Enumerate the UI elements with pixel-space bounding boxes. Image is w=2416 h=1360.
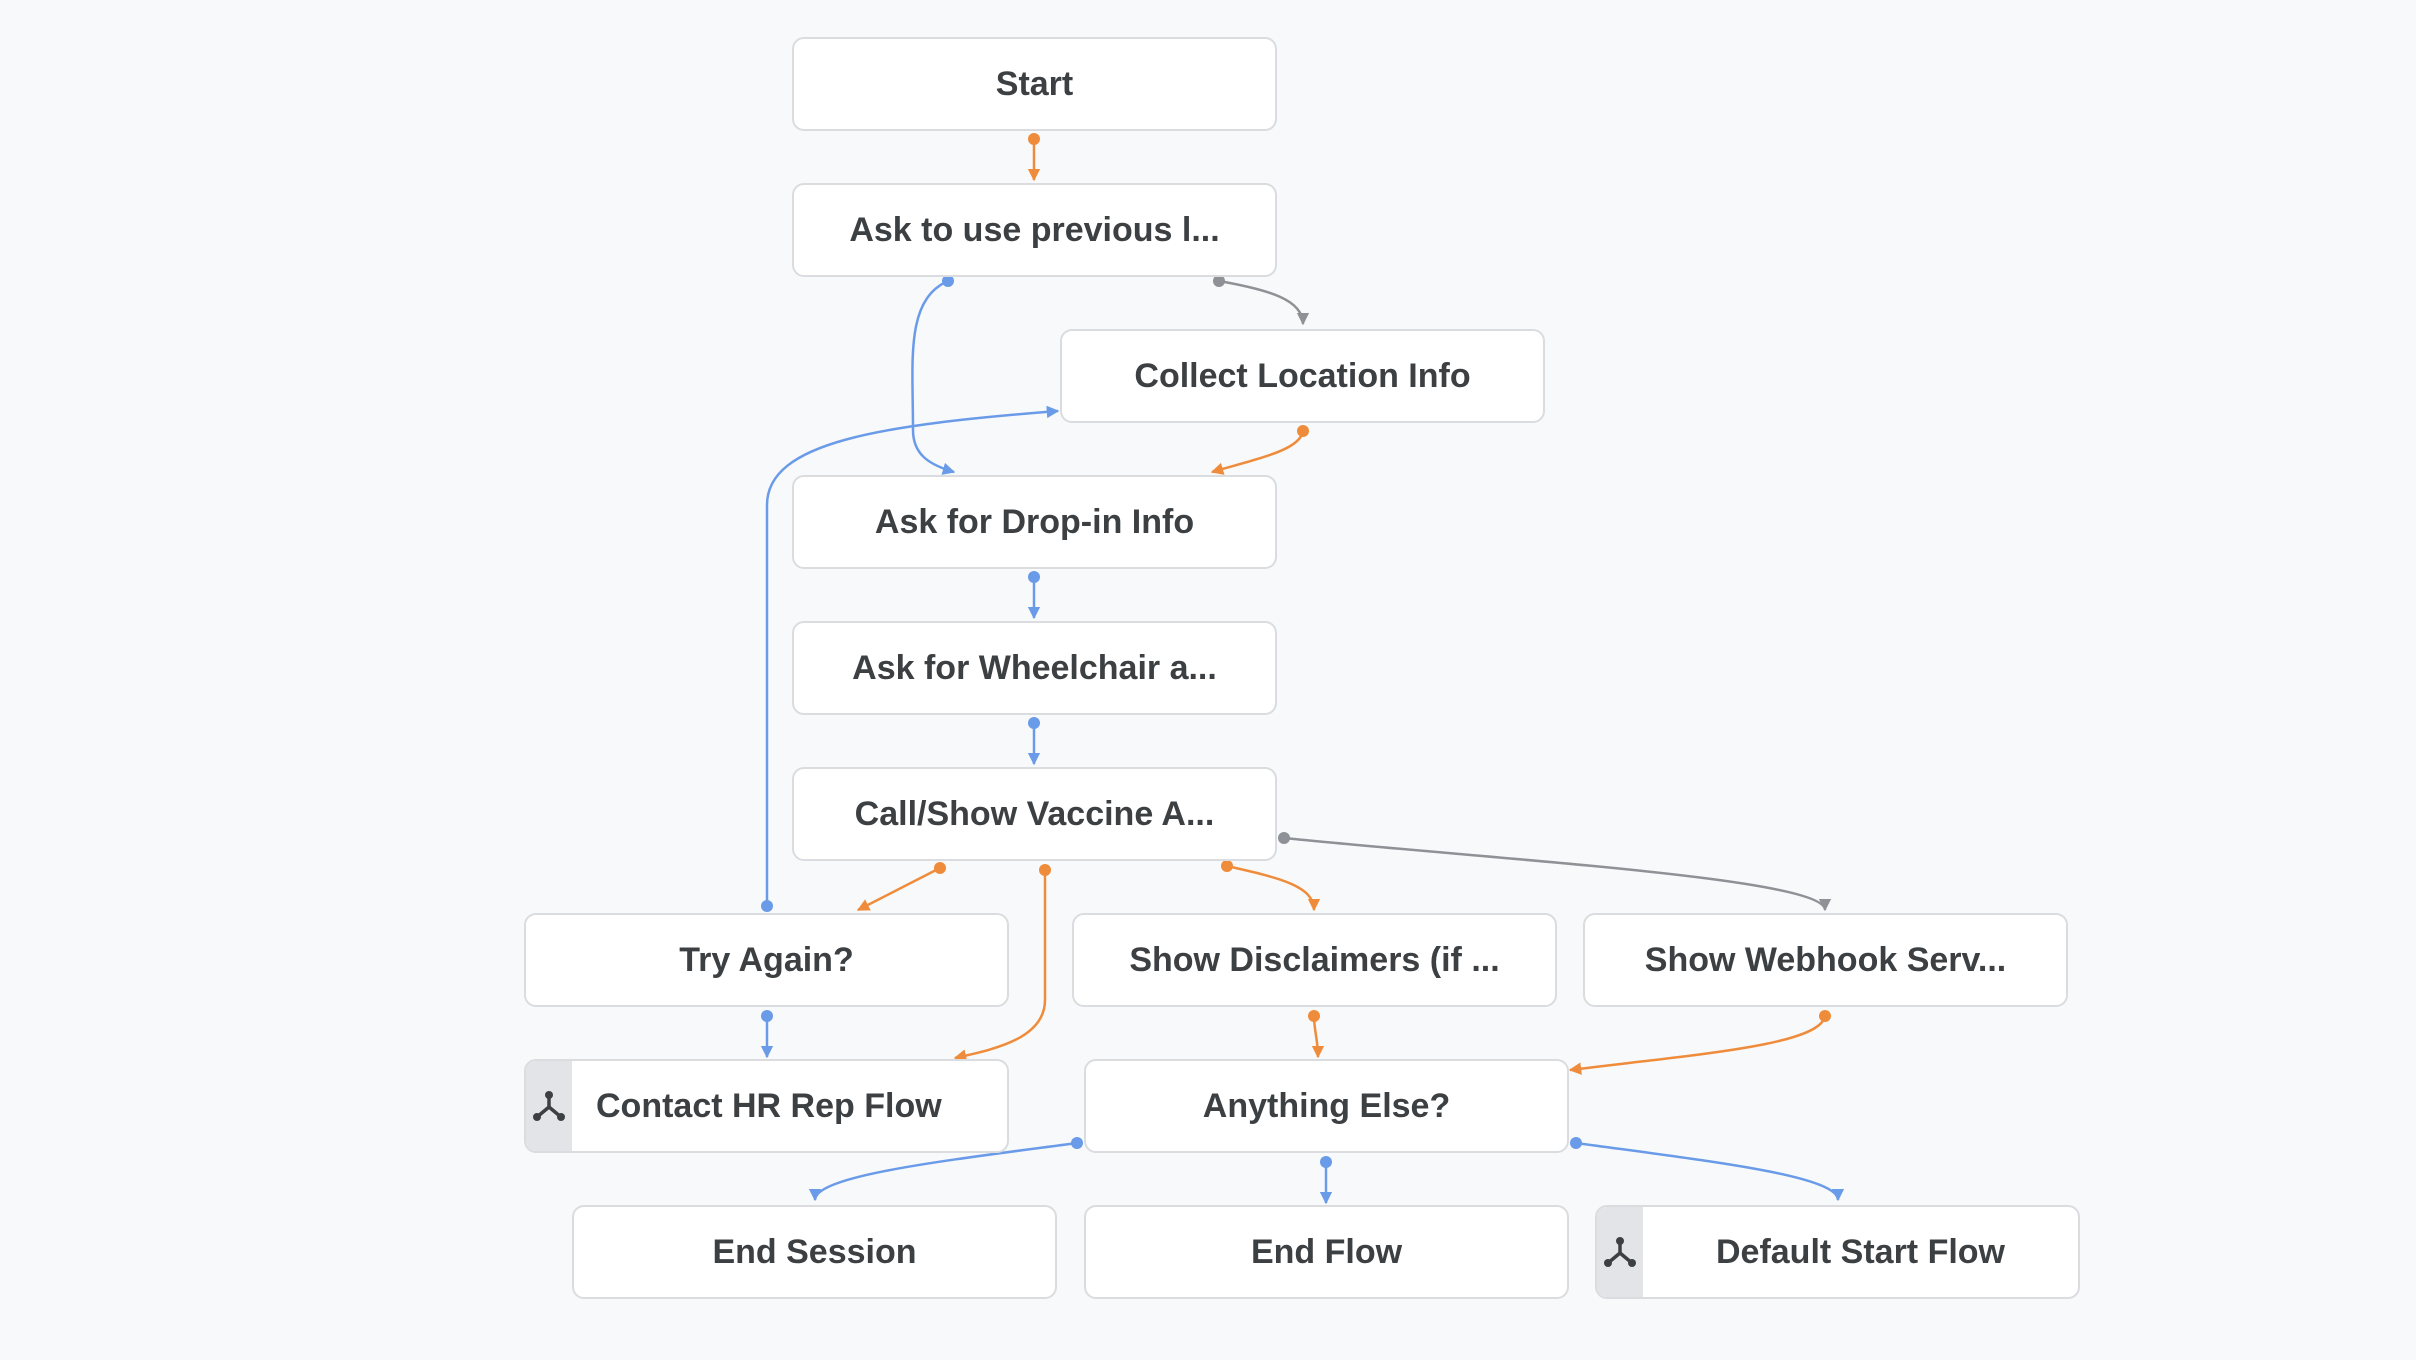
edge-collect-location-to-ask-dropin[interactable] [1210, 425, 1309, 475]
edge-ask-previous-to-collect-location[interactable] [1213, 275, 1310, 326]
node-contact-hr-flow[interactable]: Contact HR Rep Flow [524, 1059, 1009, 1153]
edge-ask-wheelchair-to-call-show-vaccine[interactable] [1027, 717, 1041, 766]
edge-anything-else-to-end-flow[interactable] [1319, 1156, 1333, 1205]
edge-anything-else-to-default-start-flow[interactable] [1570, 1137, 1845, 1202]
edge-show-disclaimers-to-anything-else[interactable] [1308, 1010, 1325, 1059]
edge-call-show-vaccine-to-try-again[interactable] [856, 862, 946, 912]
node-anything-else[interactable]: Anything Else? [1084, 1059, 1569, 1153]
node-label: Call/Show Vaccine A... [854, 794, 1215, 833]
flow-branch-icon [1597, 1207, 1643, 1297]
node-start[interactable]: Start [792, 37, 1277, 131]
node-label: Collect Location Info [1134, 356, 1471, 395]
node-show-webhook[interactable]: Show Webhook Serv... [1583, 913, 2068, 1007]
node-ask-previous[interactable]: Ask to use previous l... [792, 183, 1277, 277]
node-label: Default Start Flow [1715, 1232, 2006, 1271]
node-default-start-flow[interactable]: Default Start Flow [1595, 1205, 2080, 1299]
node-try-again[interactable]: Try Again? [524, 913, 1009, 1007]
node-label: Ask for Wheelchair a... [852, 648, 1217, 687]
node-call-show-vaccine[interactable]: Call/Show Vaccine A... [792, 767, 1277, 861]
edge-show-webhook-to-anything-else[interactable] [1568, 1010, 1831, 1075]
node-end-flow[interactable]: End Flow [1084, 1205, 1569, 1299]
edge-call-show-vaccine-to-show-webhook[interactable] [1278, 832, 1832, 912]
node-label: End Session [712, 1232, 917, 1271]
edge-start-to-ask-previous[interactable] [1027, 133, 1041, 182]
node-label: Ask for Drop-in Info [874, 502, 1195, 541]
node-label: Anything Else? [1202, 1086, 1451, 1125]
edge-ask-dropin-to-ask-wheelchair[interactable] [1027, 571, 1041, 620]
edge-try-again-to-contact-hr[interactable] [760, 1010, 774, 1059]
node-end-session[interactable]: End Session [572, 1205, 1057, 1299]
node-label: Try Again? [679, 940, 854, 979]
node-ask-wheelchair[interactable]: Ask for Wheelchair a... [792, 621, 1277, 715]
node-label: Show Disclaimers (if ... [1129, 940, 1500, 979]
node-label: Start [995, 64, 1074, 103]
node-show-disclaimers[interactable]: Show Disclaimers (if ... [1072, 913, 1557, 1007]
node-label: Ask to use previous l... [849, 210, 1220, 249]
node-label: End Flow [1250, 1232, 1403, 1271]
node-label: Show Webhook Serv... [1644, 940, 2007, 979]
edge-call-show-vaccine-to-show-disclaimers[interactable] [1221, 860, 1321, 912]
node-label: Contact HR Rep Flow [596, 1086, 942, 1125]
flow-branch-icon [526, 1061, 572, 1151]
node-ask-dropin[interactable]: Ask for Drop-in Info [792, 475, 1277, 569]
edge-ask-previous-to-ask-dropin[interactable] [911, 275, 956, 475]
node-collect-location[interactable]: Collect Location Info [1060, 329, 1545, 423]
